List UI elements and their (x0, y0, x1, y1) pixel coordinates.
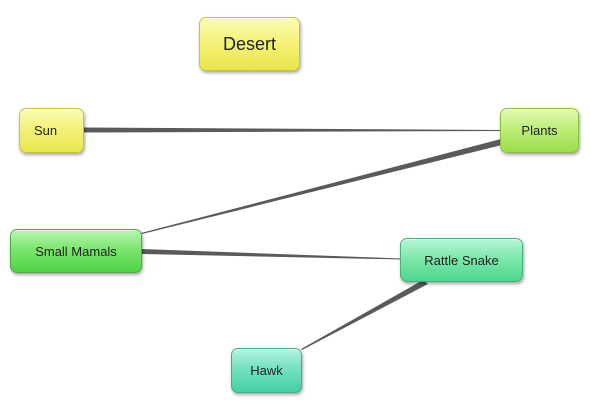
node-plants[interactable]: Plants (500, 108, 579, 153)
diagram-title: Desert (222, 33, 276, 54)
node-sun[interactable]: Sun (19, 108, 84, 153)
node-hawk-label: Hawk (250, 363, 283, 378)
node-hawk[interactable]: Hawk (231, 348, 302, 393)
node-sun-label: Sun (34, 123, 58, 138)
diagram-title-node[interactable]: Desert (199, 17, 300, 71)
node-small-mamals[interactable]: Small Mamals (10, 229, 142, 273)
node-rattle-snake[interactable]: Rattle Snake (400, 238, 523, 282)
link-small-mamals-rattle-snake (142, 249, 402, 260)
node-rattle-snake-label: Rattle Snake (424, 252, 499, 268)
link-rattle-snake-hawk (301, 280, 428, 350)
node-small-mamals-label: Small Mamals (35, 243, 117, 259)
link-sun-plants (84, 127, 502, 133)
node-plants-label: Plants (521, 123, 558, 138)
link-plants-small-mamals (141, 139, 502, 234)
